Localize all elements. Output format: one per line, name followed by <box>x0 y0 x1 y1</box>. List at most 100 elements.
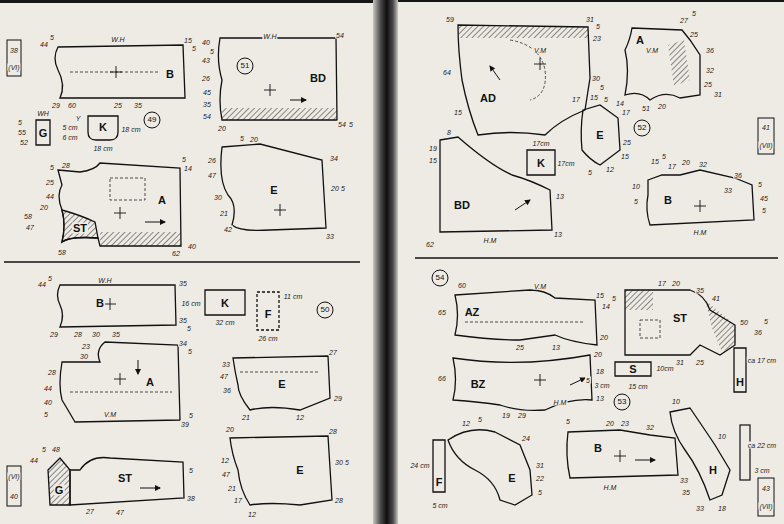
dimension-label: 23 <box>592 35 602 42</box>
dimension-label: 12 <box>220 457 230 464</box>
piece-outline <box>56 338 184 426</box>
left-page <box>0 3 373 524</box>
dimension-label: 20 <box>249 136 259 143</box>
dimension-label: 20 <box>657 103 667 110</box>
dimension-label: 5 <box>191 45 197 52</box>
piece-outline-path <box>458 25 590 135</box>
pattern-piece: E <box>216 140 330 234</box>
dimension-label: 25 <box>622 139 632 146</box>
dimension-label: 23 <box>620 420 630 427</box>
dimension-label: 35 <box>133 102 143 109</box>
cross-mark <box>534 374 546 386</box>
dimension-label: 38 <box>186 495 196 502</box>
dimension-label: 11 cm <box>283 293 304 300</box>
dimension-label: WH <box>36 110 50 117</box>
callout-number: 53 <box>618 398 627 406</box>
construction-lines <box>70 40 660 392</box>
dimension-label: V.M <box>645 47 659 54</box>
piece-letter: AD <box>479 93 497 104</box>
callout-circle-line <box>634 120 650 136</box>
piece-letter: K <box>98 122 108 133</box>
cross-mark <box>274 204 286 216</box>
dimension-label: 33 <box>723 187 733 194</box>
dimension-label: 34 <box>329 155 339 162</box>
dimension-label: 55 <box>17 129 27 136</box>
dimension-label: 35 <box>681 489 691 496</box>
pattern-piece: ST <box>66 452 188 510</box>
dimension-label: 6 cm <box>61 134 78 141</box>
dimension-label: 3 cm <box>753 467 770 474</box>
grain-arrow <box>490 66 500 80</box>
dimension-label: 13 <box>553 231 563 238</box>
pattern-piece: BZ <box>448 352 596 414</box>
dimension-label: 5 <box>188 412 194 419</box>
dimension-label: 44 <box>39 41 49 48</box>
dimension-label: 12 <box>295 414 305 421</box>
piece-outline-path <box>625 28 700 100</box>
dimension-label: 19 <box>501 412 511 419</box>
binding-strip <box>740 425 750 480</box>
dimension-label: 28 <box>73 331 83 338</box>
dimension-label: 31 <box>675 359 685 366</box>
dimension-label: 30 <box>213 194 223 201</box>
dimension-label: 41 <box>761 124 771 131</box>
piece-letter: A <box>145 377 155 388</box>
dimension-label: 28 <box>47 369 57 376</box>
piece-letter: B <box>95 298 105 309</box>
piece-letter: A <box>635 35 645 46</box>
piece-letter: ST <box>117 473 133 484</box>
dimension-label: 5 <box>43 411 49 418</box>
dimension-label: 5 <box>761 207 767 214</box>
pattern-piece: B <box>54 282 180 330</box>
dimension-label: 27 <box>328 349 338 356</box>
dimension-label: 20 <box>217 125 227 132</box>
piece-letter: B <box>165 69 175 80</box>
dimension-label: 44 <box>37 281 47 288</box>
dimension-label: 36 <box>705 47 715 54</box>
dimension-label: 33 <box>325 233 335 240</box>
dimension-label: 5 <box>757 181 763 188</box>
dimension-label: 18 cm <box>120 126 141 133</box>
dimension-label: H.M <box>553 399 568 406</box>
dimension-label: 17cm <box>531 140 550 147</box>
piece-letter: H <box>735 377 745 388</box>
dimension-label: 30 <box>79 353 89 360</box>
piece-outline-path <box>455 290 597 345</box>
dimension-label: 12 <box>461 420 471 427</box>
pattern-piece: BD <box>436 134 556 234</box>
dimension-label: 51 <box>641 105 651 112</box>
callout-circle: 54 <box>431 269 449 287</box>
dimension-label: (VI) <box>7 64 20 71</box>
dimension-label: 10 <box>671 398 681 405</box>
dimension-label: 34 <box>178 340 188 347</box>
dimension-label: W.H <box>97 277 112 284</box>
dimension-label: 29 <box>517 412 527 419</box>
piece-outline-path <box>70 458 184 506</box>
hatched-band <box>100 232 181 246</box>
piece-letter: E <box>277 379 286 390</box>
dimension-label: 24 cm <box>409 462 430 469</box>
pattern-piece: K <box>86 114 120 142</box>
piece-outline <box>54 282 180 330</box>
piece-letter: F <box>264 309 273 320</box>
grain-arrow <box>635 460 655 461</box>
dimension-label: 31 <box>713 91 723 98</box>
grain-arrow <box>140 488 160 489</box>
dimension-label: 5 <box>344 459 350 466</box>
dimension-label: 35 <box>178 317 188 324</box>
page-fold <box>373 0 398 524</box>
pattern-piece: E <box>228 352 334 414</box>
dimension-label: 13 <box>555 193 565 200</box>
dimension-label: 5 <box>587 169 593 176</box>
dimension-label: (VI) <box>7 473 20 480</box>
piece-letter: ST <box>72 223 88 234</box>
dimension-label: 35 <box>202 101 212 108</box>
dimension-label: ca 22 cm <box>747 442 777 449</box>
section-divider <box>4 261 360 263</box>
dimension-label: 5 <box>585 377 591 384</box>
hatched-band <box>222 108 337 120</box>
dimension-label: 62 <box>171 250 181 257</box>
piece-letter: E <box>295 465 304 476</box>
